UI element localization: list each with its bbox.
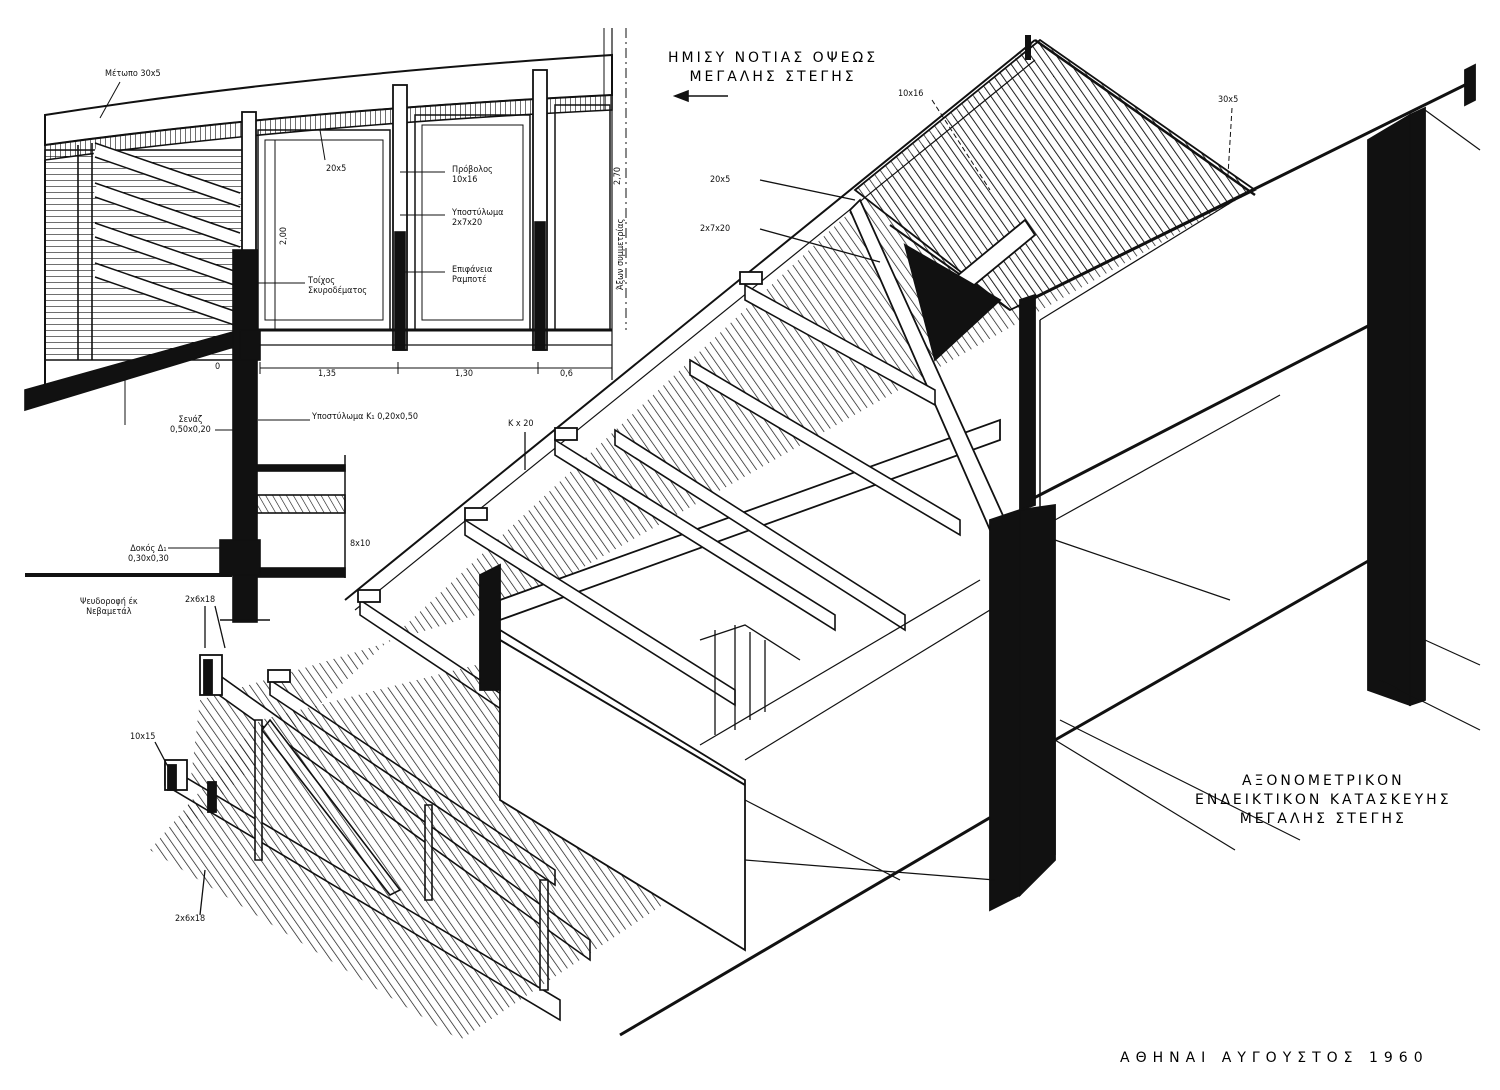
label-senaz: Σενάζ 0,50x0,20 [170, 415, 211, 436]
axo-label-2x6x18-top: 2x6x18 [185, 595, 216, 605]
label-epifaneia-name: Επιφάνεια [452, 265, 493, 275]
label-pseudorofi-name: Ψευδοροφή έκ [80, 597, 138, 607]
label-profolos-size: 10x16 [452, 174, 478, 185]
axo-label-20x5: 20x5 [710, 175, 731, 185]
axonometric-view [150, 35, 1481, 1040]
label-height-200: 2,00 [279, 226, 289, 245]
label-profolos: Πρόβολος 10x16 [452, 165, 493, 186]
label-pseudorofi-material: Νεβαμετάλ [86, 606, 132, 617]
label-ypostylwma-k: Υποστύλωμα Κ₁ 0,20x0,50 [312, 412, 419, 422]
label-toixos-material: Σκυροδέματος [308, 285, 368, 296]
label-senaz-size: 0,50x0,20 [170, 424, 211, 435]
label-dokos: Δοκός Δ₁ 0,30x0,30 [128, 544, 169, 565]
label-dokos-name: Δοκός Δ₁ [130, 544, 167, 554]
footer-date: ΑΘΗΝΑΙ ΑΥΓΟΥΣΤΟΣ 1960 [1120, 1050, 1429, 1066]
label-ypostylwma-name: Υποστύλωμα [452, 208, 504, 218]
axonometric-title-line2: ΕΝΔΕΙΚΤΙΚΟΝ ΚΑΤΑΣΚΕΥΗΣ [1195, 791, 1452, 808]
label-profolos-name: Πρόβολος [452, 165, 493, 175]
label-rafter: 20x5 [326, 164, 347, 174]
label-senaz-name: Σενάζ [178, 415, 203, 425]
label-dim-3: 0,6 [560, 369, 573, 379]
label-dokos-size: 0,30x0,30 [128, 553, 169, 564]
axo-label-8x10: 8x10 [350, 539, 371, 549]
axo-label-2x6x18-bottom: 2x6x18 [175, 914, 206, 924]
axo-label-30x5: 30x5 [1218, 95, 1239, 105]
label-ypostylwma: Υποστύλωμα 2x7x20 [452, 208, 504, 229]
elevation-title-line2: ΜΕΓΑΛΗΣ ΣΤΕΓΗΣ [689, 68, 857, 85]
label-toixos-name: Τοίχος [308, 276, 336, 286]
axonometric-title: ΑΞΟΝΟΜΕΤΡΙΚΟΝ ΕΝΔΕΙΚΤΙΚΟΝ ΚΑΤΑΣΚΕΥΗΣ ΜΕΓ… [1195, 772, 1452, 829]
axonometric-title-line3: ΜΕΓΑΛΗΣ ΣΤΕΓΗΣ [1239, 810, 1407, 827]
label-height-270: 2,70 [613, 166, 623, 185]
elevation-title-line1: ΗΜΙΣΥ ΝΟΤΙΑΣ ΟΨΕΩΣ [668, 50, 879, 66]
axonometric-title-line1: ΑΞΟΝΟΜΕΤΡΙΚΟΝ [1241, 773, 1405, 789]
label-toixos: Τοίχος Σκυροδέματος [308, 276, 368, 297]
label-epifaneia-type: Ραμποτέ [452, 274, 487, 285]
elevation-title: ΗΜΙΣΥ ΝΟΤΙΑΣ ΟΨΕΩΣ ΜΕΓΑΛΗΣ ΣΤΕΓΗΣ [668, 49, 878, 87]
label-metopo: Μέτωπο 30x5 [105, 69, 161, 79]
axo-label-10x16: 10x16 [898, 89, 924, 99]
label-dim-2: 1,30 [455, 369, 474, 379]
label-zero: 0 [215, 362, 221, 372]
label-ypostylwma-size: 2x7x20 [452, 217, 483, 228]
south-elevation [24, 28, 728, 623]
building-frame [619, 798, 1021, 1037]
label-axis-symmetry: Άξων συμμετρίας [616, 218, 626, 290]
axo-label-k20: K x 20 [508, 419, 534, 429]
label-epifaneia: Επιφάνεια Ραμποτέ [452, 265, 493, 286]
axo-label-2x7x20: 2x7x20 [700, 224, 731, 234]
label-dim-1: 1,35 [318, 369, 337, 379]
label-pseudorofi: Ψευδοροφή έκ Νεβαμετάλ [80, 597, 138, 618]
axo-label-10x15: 10x15 [130, 732, 156, 742]
